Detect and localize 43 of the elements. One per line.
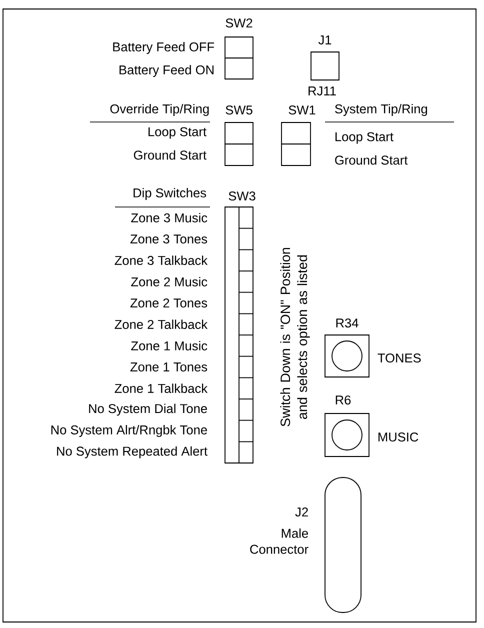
jack-socket (310, 52, 340, 80)
component-label: SW3 (228, 191, 256, 201)
component-label: J2 (295, 507, 308, 517)
option-label: Zone 2 Music (131, 277, 208, 286)
component-label: SW1 (288, 105, 316, 115)
slide-switch (224, 36, 254, 80)
option-label: Battery Feed ON (120, 65, 214, 77)
slide-switch (224, 122, 254, 166)
component-label: RJ11 (308, 86, 336, 96)
option-label: Zone 2 Talkback (114, 320, 208, 329)
option-label: Loop Start (148, 127, 206, 139)
component-label: SW2 (226, 18, 252, 28)
connector-socket (324, 477, 362, 613)
option-label: Ground Start (134, 150, 206, 160)
option-label: No System Repeated Alert (57, 446, 208, 458)
option-label: Zone 3 Talkback (114, 256, 208, 265)
option-label: Zone 1 Talkback (114, 384, 208, 393)
component-label: R6 (336, 395, 351, 405)
option-label: Loop Start (336, 132, 394, 144)
board-outline (2, 8, 476, 622)
option-label: Zone 1 Music (131, 341, 208, 350)
option-label: Zone 3 Tones (130, 234, 208, 244)
option-label: Zone 2 Tones (130, 298, 208, 308)
option-label: No System Dial Tone (89, 404, 207, 416)
potentiometer (324, 413, 370, 457)
section-heading: System Tip/Ring (335, 104, 428, 116)
slide-switch (281, 122, 311, 166)
note: Switch Down is "ON" Position and selects option as listed (280, 248, 310, 426)
section-heading: Override Tip/Ring (110, 104, 209, 116)
potentiometer (324, 334, 370, 378)
dip-switch (224, 206, 254, 464)
control-label: TONES (378, 353, 421, 363)
option-label: Zone 1 Tones (130, 362, 208, 372)
option-label: Ground Start (335, 155, 408, 165)
option-label: Zone 3 Music (131, 213, 208, 222)
control-label: MUSIC (378, 432, 418, 442)
option-label: Battery Feed OFF (113, 42, 214, 54)
component-label: R34 (336, 318, 358, 328)
section-heading: Dip Switches (134, 188, 206, 200)
component-label: SW5 (226, 105, 252, 115)
option-label: No System Alrt/Rngbk Tone (51, 425, 207, 437)
component-label: J1 (318, 36, 332, 44)
connector-description: Male Connector (250, 528, 308, 554)
